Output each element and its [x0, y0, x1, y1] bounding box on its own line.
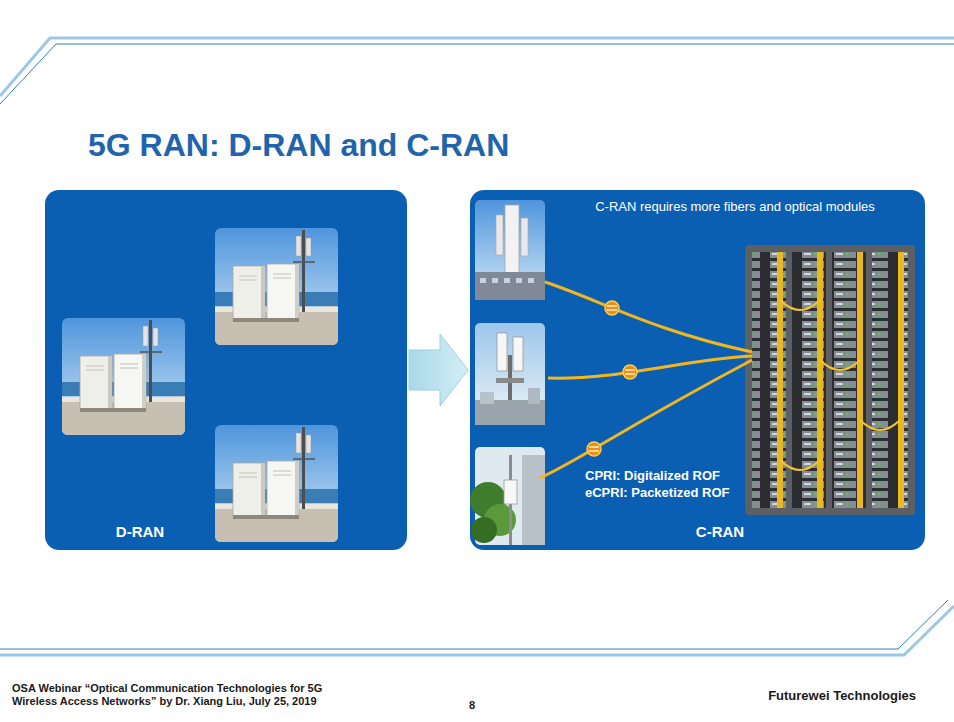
optical-fiber: [540, 282, 752, 478]
interface-label-wrapper: eCPRI: Packetized ROF: [585, 484, 745, 501]
tower-photo: [475, 323, 545, 425]
optical-module-symbol: [587, 301, 637, 456]
tower-photo: [475, 200, 545, 300]
panel-label-wrapper: C-RAN: [650, 523, 790, 541]
slide-title: 5G RAN: D-RAN and C-RAN: [88, 126, 848, 164]
page-number-wrapper: 8: [455, 699, 489, 712]
panel-fill: [45, 190, 407, 550]
footer-source: OSA Webinar “Optical Communication Techn…: [12, 682, 362, 708]
panel-label-wrapper: D-RAN: [65, 523, 215, 541]
panel-note: C-RAN requires more fibers and optical m…: [590, 198, 880, 215]
interface-label: eCPRI: Packetized ROF: [585, 484, 745, 501]
rack-photo: [745, 245, 915, 515]
page-number: 8: [455, 699, 489, 712]
block-arrow: [409, 334, 468, 406]
footer-source-wrapper: OSA Webinar “Optical Communication Techn…: [12, 682, 362, 708]
panel-note-wrapper: C-RAN requires more fibers and optical m…: [590, 198, 880, 215]
tower-photo: [470, 447, 545, 545]
company-name-wrapper: Futurewei Technologies: [690, 688, 916, 704]
interface-label-wrapper: CPRI: Digitalized ROF: [585, 467, 745, 484]
panel-label: D-RAN: [65, 523, 215, 541]
company-name: Futurewei Technologies: [690, 688, 916, 704]
panel-label: C-RAN: [650, 523, 790, 541]
rooftop-photo: [62, 228, 338, 542]
architecture-panel: D-RAN: [45, 190, 407, 550]
slide-decoration: [0, 38, 954, 655]
interface-label: CPRI: Digitalized ROF: [585, 467, 745, 484]
title-wrapper: 5G RAN: D-RAN and C-RAN: [88, 126, 848, 164]
panel-fill: [470, 190, 925, 550]
